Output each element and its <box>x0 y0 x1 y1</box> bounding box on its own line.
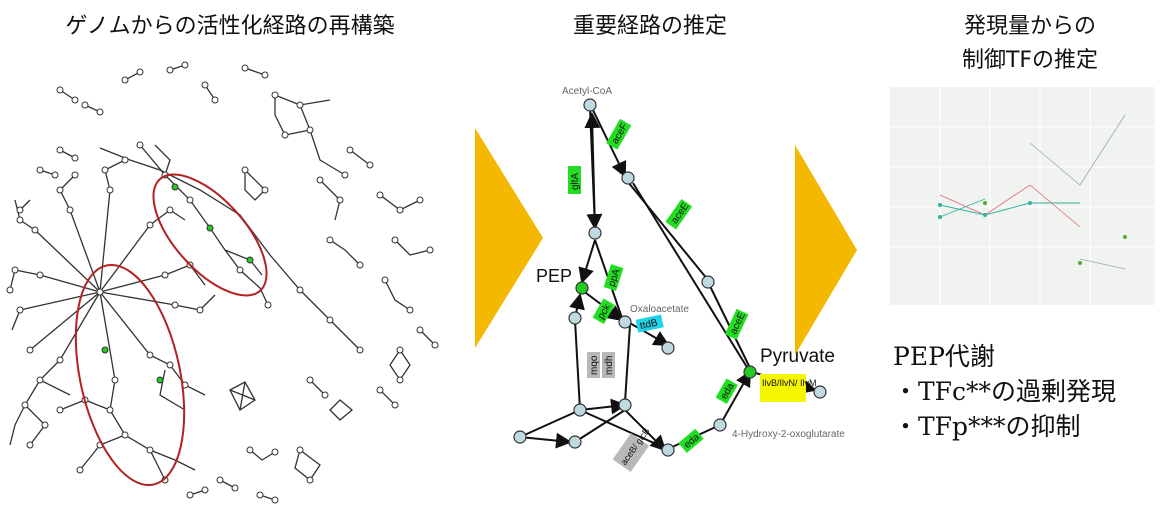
heading-tf-estimation-line1: 発現量からの <box>963 14 1096 39</box>
enzyme-mqo: mqo <box>589 355 600 375</box>
summary-title: PEP代謝 <box>893 342 995 371</box>
arrow-to-tf <box>795 145 857 355</box>
upper-highlight-ellipse <box>152 173 268 297</box>
network-edges <box>9 64 436 501</box>
network-nodes <box>6 61 439 504</box>
genome-network <box>6 61 439 504</box>
pathway-diagram: Acetyl-CoA PEP Oxaloacetate Pyruvate 4-H… <box>513 86 845 472</box>
pathway-key-nodes <box>575 281 757 379</box>
summary-item-2: ・TFp***の抑制 <box>893 412 1081 441</box>
enzyme-ppa: ppA <box>607 267 623 288</box>
node-label-pep: PEP <box>536 266 572 286</box>
enzyme-acee-lower: aceE <box>728 311 748 337</box>
summary-item-1: ・TFc**の過剰発現 <box>893 377 1117 406</box>
node-label-hydroxy: 4-Hydroxy-2-oxoglutarate <box>732 429 845 440</box>
node-label-oxaloacetate: Oxaloacetate <box>630 304 689 315</box>
pathway-nodes <box>513 98 827 457</box>
enzyme-ttdb: ttdB <box>639 317 659 332</box>
enzyme-mdh: mdh <box>604 356 615 375</box>
enzyme-acef: aceF <box>610 121 631 146</box>
heading-tf-estimation-line2: 制御TFの推定 <box>961 48 1099 73</box>
enzyme-ilv: IlvB/IlvN/ IlvM <box>762 378 817 388</box>
arrow-to-pathway <box>475 128 543 348</box>
enzyme-glta: gltA <box>570 172 581 190</box>
network-highlight-nodes <box>101 183 254 384</box>
heading-genome-reconstruction: ゲノムからの活性化経路の再構築 <box>65 14 395 39</box>
node-label-acetyl-coa: Acetyl-CoA <box>562 86 612 97</box>
expression-plot <box>890 87 1155 305</box>
lower-highlight-ellipse <box>74 263 186 487</box>
node-label-pyruvate: Pyruvate <box>760 346 835 367</box>
enzyme-tags: gltA aceF aceE ppA aceE pck ttdB mqo <box>568 118 817 472</box>
expression-plot-svg <box>890 87 1155 305</box>
heading-important-pathway: 重要経路の推定 <box>572 14 727 39</box>
